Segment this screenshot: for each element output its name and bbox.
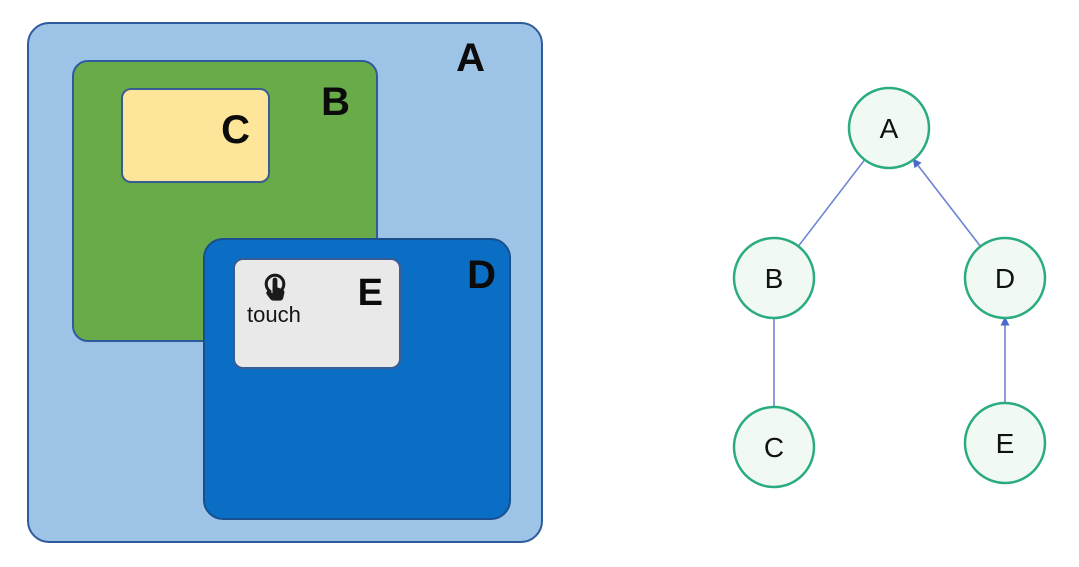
tree-node-e-label: E [996, 428, 1015, 459]
box-a-label: A [456, 36, 485, 80]
box-b-label: B [321, 80, 350, 124]
tree-node-e: E [963, 401, 1047, 485]
tree-node-b: B [732, 236, 816, 320]
box-d-label: D [467, 253, 496, 297]
tree-node-d-label: D [995, 263, 1015, 294]
box-e-label: E [357, 272, 383, 314]
tree-node-a: A [847, 86, 931, 170]
tree-node-c-label: C [764, 432, 784, 463]
tree-node-c: C [732, 405, 816, 489]
container-box-c: C [121, 88, 270, 183]
tree-node-b-label: B [765, 263, 784, 294]
tree-node-d: D [963, 236, 1047, 320]
container-box-a: A B C D touch E [27, 22, 543, 543]
dom-tree-diagram: A B D C E [732, 86, 1047, 489]
touch-tap-icon [259, 270, 291, 302]
container-box-e: touch E [233, 258, 401, 369]
touch-event-label: touch [247, 302, 301, 327]
container-box-d: D touch E [203, 238, 511, 520]
tree-node-a-label: A [880, 113, 899, 144]
edge-b-to-a [797, 159, 866, 247]
edge-d-to-a-arrow [912, 158, 982, 247]
box-c-label: C [221, 108, 250, 152]
